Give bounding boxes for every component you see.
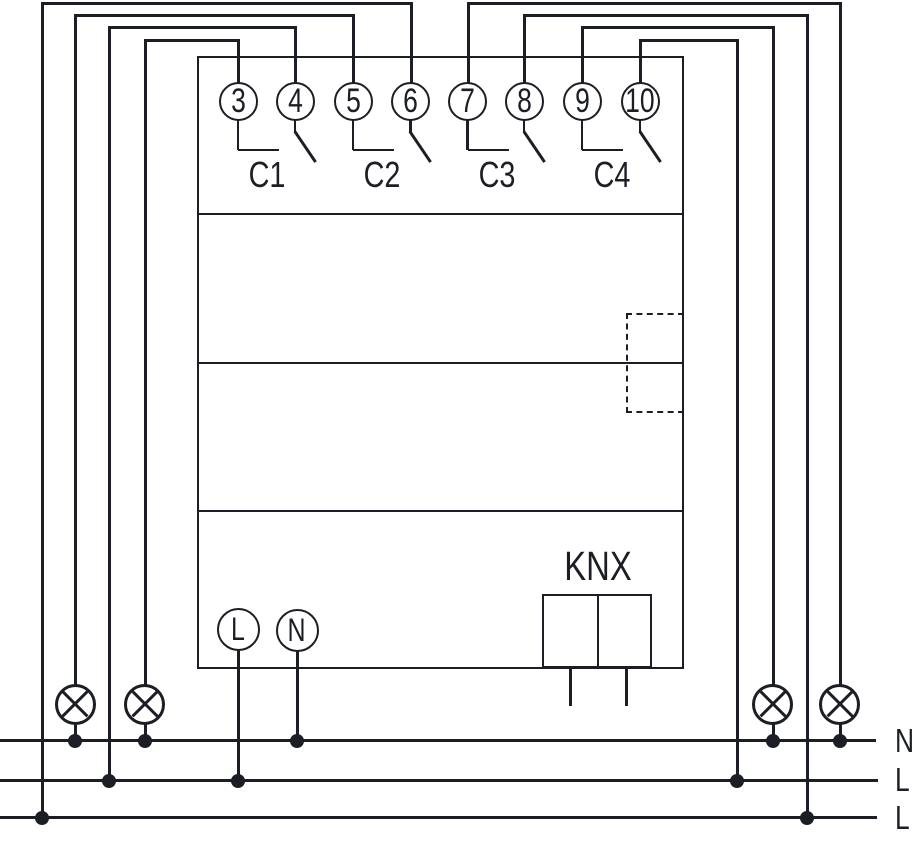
terminal-line: L: [216, 607, 260, 651]
bus-line-neutral: [0, 738, 876, 743]
wire-drop-terminal4: [293, 25, 297, 84]
switch-c3-blade-stub: [522, 119, 526, 132]
knx-bus-stub-1: [568, 667, 572, 706]
wire-rise-terminal8: [522, 13, 526, 84]
device-divider-2: [198, 362, 683, 364]
channel-label-c2: C2: [363, 154, 401, 195]
wire-feed-terminal6: [40, 1, 44, 819]
junction-lamp-c1-neutral: [137, 733, 152, 748]
terminal-7-label: 7: [460, 82, 475, 120]
junction-lamp-c2-neutral: [68, 733, 82, 748]
lamp-icon-c2: [54, 683, 96, 725]
bus-line-l2: [0, 815, 877, 820]
wire-top-terminal4: [107, 25, 297, 29]
switch-c3-fixed-stub: [466, 119, 469, 150]
wire-drop-terminal5: [351, 13, 355, 84]
wire-rise-terminal7: [466, 1, 470, 84]
terminal-line-label: L: [231, 611, 245, 647]
terminal-9-label: 9: [574, 82, 590, 120]
wire-lamp-c2-to-neutral: [73, 722, 77, 742]
junction-terminal6-l2: [35, 810, 49, 825]
knx-label: KNX: [564, 543, 632, 589]
wire-feed-terminal5: [73, 13, 77, 685]
lamp-icon-c4: [752, 683, 793, 725]
junction-lamp-c3-neutral: [832, 733, 847, 748]
wire-top-terminal9: [580, 25, 775, 29]
bus-label-neutral: N: [895, 721, 915, 759]
bus-label-l2: L: [895, 798, 910, 836]
switch-c2-fixed-contact: [353, 148, 394, 152]
wire-rise-terminal9: [580, 25, 584, 84]
wire-drop-terminal6: [409, 1, 413, 84]
terminal-4: 4: [275, 81, 315, 121]
wire-line-terminal: [236, 648, 240, 781]
wire-top-terminal7: [466, 1, 842, 5]
bus-label-l1: L: [895, 760, 910, 798]
junction-terminal4-l1: [102, 773, 116, 788]
wire-top-terminal10: [638, 38, 739, 42]
terminal-10-label: 10: [625, 82, 655, 120]
switch-c3-fixed-contact: [467, 148, 509, 152]
lamp-icon-c1: [124, 683, 165, 725]
switch-c1-fixed-stub: [236, 119, 240, 150]
channel-label-c1: C1: [248, 154, 285, 195]
terminal-8: 8: [504, 81, 544, 121]
wire-feed-terminal3: [143, 38, 147, 685]
wire-feed-terminal10: [735, 38, 739, 782]
terminal-4-label: 4: [287, 82, 303, 120]
wire-top-terminal3: [143, 38, 240, 42]
junction-line-terminal-l1: [231, 773, 245, 788]
switch-c2-fixed-stub: [351, 119, 355, 150]
device-divider-3: [198, 510, 683, 512]
terminal-3: 3: [218, 81, 258, 121]
wire-lamp-c4-to-neutral: [771, 722, 775, 742]
junction-lamp-c4-neutral: [765, 733, 780, 748]
switch-c1-fixed-contact: [238, 148, 279, 152]
knx-terminal-divider: [596, 594, 599, 668]
wire-feed-terminal9: [771, 25, 775, 685]
knx-bus-stub-2: [624, 667, 628, 706]
terminal-5-label: 5: [345, 82, 361, 120]
terminal-6-label: 6: [403, 82, 418, 120]
junction-terminal8-l2: [800, 810, 814, 825]
switch-c4-blade-stub: [638, 119, 642, 132]
wire-neutral-terminal: [295, 649, 299, 742]
terminal-neutral-label: N: [287, 612, 307, 648]
switch-c1-blade-stub: [293, 119, 297, 132]
terminal-6: 6: [391, 81, 430, 121]
wire-top-terminal6: [40, 1, 413, 5]
wire-top-terminal5: [73, 13, 355, 17]
lamp-icon-c3: [819, 683, 860, 725]
terminal-5: 5: [333, 81, 373, 121]
junction-neutral-terminal-n: [290, 733, 304, 748]
switch-c4-fixed-stub: [580, 119, 584, 150]
switch-c2-blade-stub: [409, 119, 412, 132]
terminal-3-label: 3: [230, 82, 246, 120]
terminal-8-label: 8: [516, 82, 532, 120]
terminal-7: 7: [448, 81, 487, 121]
wire-feed-terminal8: [805, 13, 809, 819]
bus-line-l1: [0, 778, 878, 783]
wire-feed-terminal7: [838, 1, 842, 685]
terminal-10: 10: [620, 81, 660, 121]
wire-feed-terminal4: [107, 25, 111, 782]
wire-top-terminal8: [522, 13, 809, 17]
wire-lamp-c3-to-neutral: [838, 722, 842, 742]
terminal-neutral: N: [275, 608, 319, 652]
device-divider-1: [198, 213, 683, 215]
wire-drop-terminal3: [236, 38, 240, 84]
junction-terminal10-l1: [730, 773, 744, 788]
terminal-9: 9: [562, 81, 602, 121]
wire-lamp-c1-to-neutral: [143, 722, 147, 742]
channel-label-c4: C4: [593, 154, 631, 195]
channel-label-c3: C3: [478, 154, 516, 195]
switch-c4-fixed-contact: [582, 148, 623, 152]
wire-rise-terminal10: [638, 38, 642, 84]
dashed-extension-box: [626, 313, 684, 413]
